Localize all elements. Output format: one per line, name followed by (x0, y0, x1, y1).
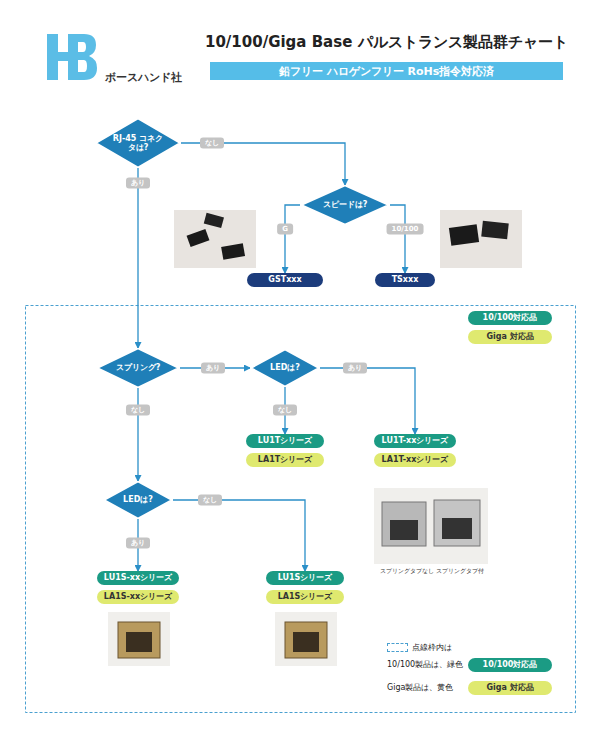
diamond-shape (97, 348, 179, 387)
decision-diamond: LEDは? (250, 349, 320, 387)
node-text: LU1Tシリーズ (258, 437, 312, 445)
diamond-shape (301, 185, 389, 224)
chip-body (221, 243, 245, 260)
photo-background (174, 210, 256, 268)
jack-photo (275, 612, 337, 666)
edge-label: あり (126, 538, 150, 549)
node-text: 鉛フリー ハロゲンフリー RoHs指令対応済 (279, 64, 494, 79)
jack-port (293, 632, 319, 652)
product-pill: LA1T-xxシリーズ (374, 453, 456, 467)
decision-diamond: スピードは? (300, 185, 390, 225)
connector-port (442, 518, 472, 539)
node-text: LU1Sシリーズ (278, 574, 333, 582)
product-pill: LU1Tシリーズ (246, 434, 324, 448)
node-text: LA1T-xxシリーズ (382, 456, 449, 464)
edge-label: あり (201, 363, 225, 374)
flow-connector (137, 388, 138, 481)
edge-label: あり (343, 363, 367, 374)
edge-label: あり (126, 178, 150, 189)
logo-bar (47, 34, 58, 80)
photo-caption: スプリングタブ付 (436, 568, 484, 575)
product-pill: LU1S-xxシリーズ (97, 571, 179, 585)
company-logo (47, 34, 97, 80)
node-text: TSxxx (392, 276, 419, 284)
legend-swatch: 10/100対応品 (468, 658, 552, 672)
node-text: GSTxxx (268, 276, 301, 284)
diamond-shape (251, 349, 320, 386)
jack-body (118, 622, 160, 658)
category-pill: Giga 対応品 (468, 330, 552, 344)
jack-body (285, 622, 327, 658)
decision-diamond: スプリング? (96, 348, 180, 388)
decision-diamond: RJ-45 コネクタは? (95, 118, 181, 168)
flow-connector (181, 143, 345, 185)
photo-background (275, 612, 337, 666)
product-pill: LA1S-xxシリーズ (97, 590, 179, 604)
legend-text: 10/100製品は、緑色 (387, 661, 463, 669)
legend-swatch: Giga 対応品 (468, 681, 552, 695)
edge-label: なし (200, 138, 224, 149)
node-text: LA1Sシリーズ (278, 593, 333, 601)
connector-port (390, 520, 418, 540)
flow-connector (285, 205, 300, 273)
photo-background (374, 488, 488, 564)
product-pill: LU1T-xxシリーズ (374, 434, 456, 448)
chip-body (204, 213, 224, 228)
edge-label: G (277, 224, 293, 235)
chip-photo (174, 210, 256, 268)
diamond-shape (96, 119, 180, 168)
header-band: 鉛フリー ハロゲンフリー RoHs指令対応済 (210, 62, 563, 80)
chip-photo (440, 210, 522, 268)
node-text: 10/100対応品 (483, 314, 538, 322)
photo-background (440, 210, 522, 268)
edge-label: 10/100 (387, 224, 424, 235)
chip-body (481, 221, 509, 240)
category-pill: 10/100対応品 (468, 311, 552, 325)
connector-body (382, 502, 426, 546)
logo-letter (68, 34, 97, 80)
decision-diamond: LEDは? (103, 481, 173, 519)
company-name: ボースハンド社 (105, 70, 182, 85)
node-text: LA1S-xxシリーズ (104, 593, 172, 601)
node-text: LEDは? (270, 363, 300, 372)
node-text: LA1Tシリーズ (258, 456, 312, 464)
product-pill: GSTxxx (247, 273, 323, 287)
photo-background (108, 612, 170, 666)
flow-connector (173, 500, 305, 571)
legend-text: Giga製品は、黄色 (387, 684, 453, 692)
node-text: LU1S-xxシリーズ (104, 574, 172, 582)
node-text: スプリング? (116, 363, 161, 372)
diamond-shape (104, 481, 173, 518)
chip-body (449, 224, 479, 246)
node-text: LEDは? (123, 495, 153, 504)
edge-label: なし (273, 405, 297, 416)
edge-label: なし (126, 405, 150, 416)
node-text: RJ-45 コネクタは? (112, 134, 164, 152)
connector-photo (374, 488, 488, 564)
dashed-region (26, 306, 576, 713)
flow-connector (390, 205, 405, 273)
jack-photo (108, 612, 170, 666)
node-text: Giga 対応品 (486, 333, 533, 341)
legend-text: 点線枠内は (412, 644, 452, 652)
product-pill: LA1Tシリーズ (246, 453, 324, 467)
product-pill: LA1Sシリーズ (266, 590, 344, 604)
flow-connector (320, 368, 415, 434)
jack-port (126, 632, 152, 652)
product-pill: TSxxx (375, 273, 435, 287)
edge-label: なし (198, 495, 222, 506)
connector-body (434, 500, 480, 546)
node-text: スピードは? (323, 200, 368, 209)
product-pill: LU1Sシリーズ (266, 571, 344, 585)
logo-bar (58, 52, 68, 61)
legend-dashed-sample (387, 643, 408, 652)
flow-connector (137, 168, 138, 348)
chip-body (187, 229, 210, 247)
node-text: LU1T-xxシリーズ (382, 437, 449, 445)
chart-title: 10/100/Giga Base パルストランス製品群チャート (205, 33, 568, 52)
legend-sample-text: Giga 対応品 (486, 684, 533, 692)
photo-caption: スプリングタブなし (380, 568, 434, 575)
legend-sample-text: 10/100対応品 (483, 661, 538, 669)
